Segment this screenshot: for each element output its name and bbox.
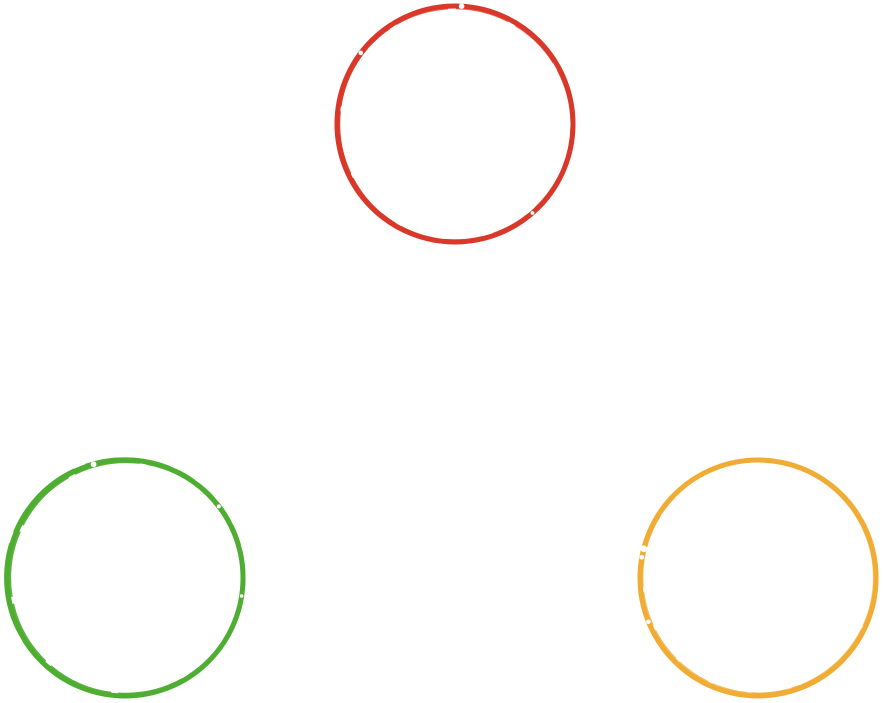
red-brush-ring-texture [334, 4, 574, 244]
green-brush-ring-texture [5, 457, 246, 698]
red-brush-ring [334, 3, 576, 245]
green-brush-ring-texture [8, 460, 244, 695]
orange-brush-ring [637, 457, 879, 699]
orange-brush-ring-texture [642, 460, 876, 694]
orange-brush-ring-gap [640, 545, 647, 552]
orange-brush-ring-gap [646, 619, 651, 625]
green-brush-ring-gap [216, 504, 221, 509]
orange-brush-ring-texture [641, 461, 875, 694]
green-brush-ring-gap [239, 594, 244, 598]
red-brush-ring-gap [458, 3, 465, 10]
green-brush-ring [4, 457, 246, 699]
green-brush-ring-gap [90, 461, 97, 468]
red-brush-ring-gap [358, 50, 364, 56]
red-brush-ring-texture [336, 4, 574, 242]
red-brush-ring-gap [530, 211, 535, 215]
orange-brush-ring-texture [639, 458, 878, 697]
orange-brush-ring-gap [639, 554, 645, 560]
